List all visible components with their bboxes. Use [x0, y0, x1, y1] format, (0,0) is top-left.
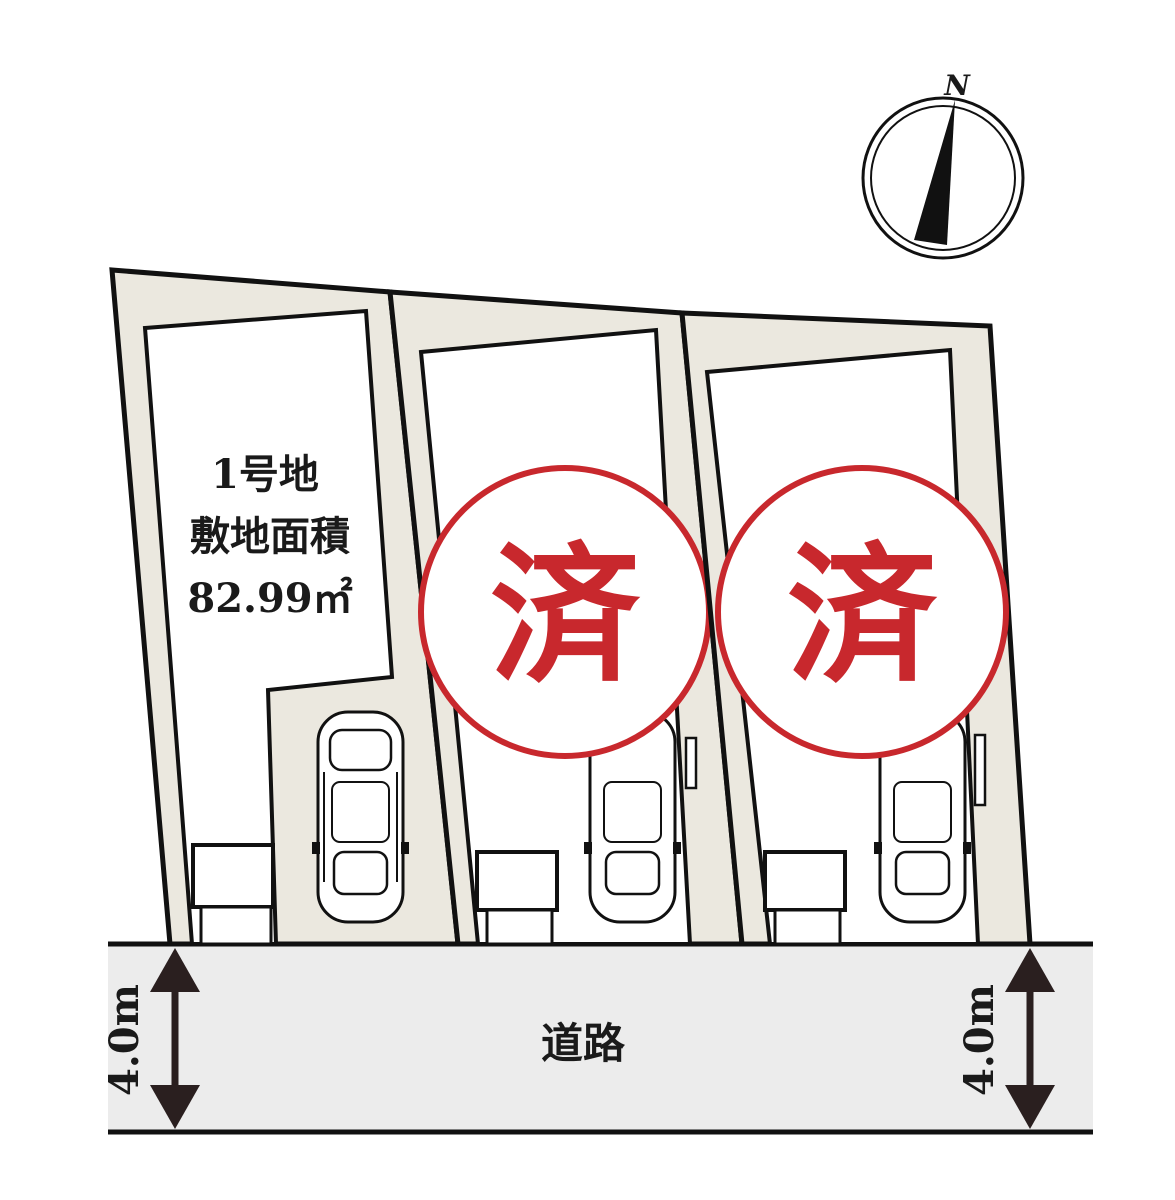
lot-1-area-label: 敷地面積 — [190, 513, 350, 560]
car-icon — [874, 710, 971, 924]
building-footprint — [142, 308, 395, 946]
lot-2: 済 — [387, 289, 745, 947]
entrance-porch — [475, 850, 559, 912]
north-label: N — [943, 69, 971, 102]
entrance-step — [773, 908, 842, 946]
lot-1-name: 1号地 — [211, 451, 319, 498]
road-width-right: 4.0m — [956, 948, 1055, 1129]
road-width-label: 4.0m — [101, 984, 148, 1096]
sold-stamp: 済 — [418, 465, 712, 759]
car-icon — [584, 710, 681, 924]
meter-box — [973, 733, 987, 807]
lot-1-area-value: 82.99㎡ — [187, 575, 352, 622]
north-arrow-icon — [914, 100, 955, 245]
entrance-step — [199, 905, 273, 946]
arrow-down-icon — [150, 1085, 200, 1129]
sold-mark: 済 — [490, 528, 641, 704]
entrance-porch — [191, 843, 275, 909]
sold-mark: 済 — [787, 528, 938, 704]
meter-box — [684, 736, 698, 790]
compass-outer-ring — [861, 96, 1025, 260]
sold-stamp-ring — [715, 465, 1009, 759]
arrow-up-icon — [1005, 948, 1055, 992]
road-width-left: 4.0m — [101, 948, 200, 1129]
lot-1: 1号地 敷地面積 82.99㎡ — [109, 267, 461, 947]
road-surface — [108, 944, 1093, 1132]
compass: N — [861, 69, 1025, 260]
lot-3: 済 — [679, 310, 1033, 947]
compass-inner-ring — [870, 105, 1016, 251]
entrance-step — [485, 908, 554, 946]
road-width-label: 4.0m — [956, 984, 1003, 1096]
arrow-down-icon — [1005, 1085, 1055, 1129]
car-icon — [312, 710, 409, 924]
sold-stamp: 済 — [715, 465, 1009, 759]
road-label: 道路 — [541, 1019, 626, 1068]
arrow-up-icon — [150, 948, 200, 992]
road: 道路 — [108, 941, 1093, 1135]
entrance-porch — [763, 850, 847, 912]
